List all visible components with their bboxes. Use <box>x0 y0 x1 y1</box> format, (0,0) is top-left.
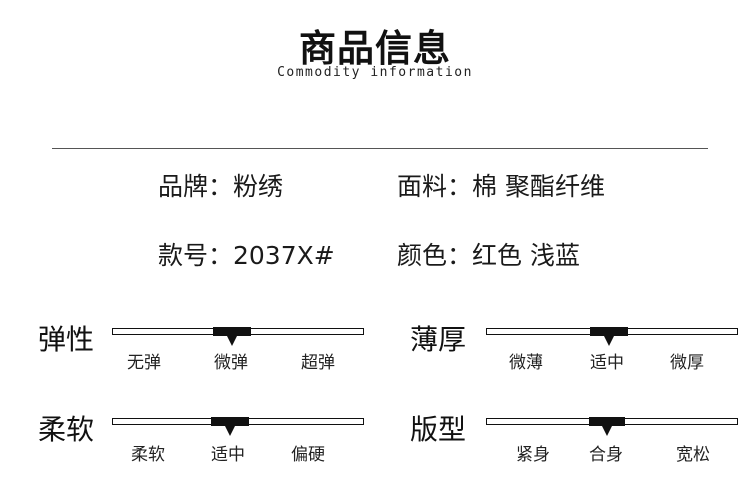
attribute-option: 微薄 <box>509 353 543 373</box>
attribute-option: 微厚 <box>670 353 704 373</box>
attribute-label: 弹性 <box>38 323 95 356</box>
divider <box>52 148 708 149</box>
attribute-option-selected: 微弹 <box>214 353 248 373</box>
attribute-option: 宽松 <box>676 445 710 465</box>
color-info: 颜色：红色 浅蓝 <box>397 241 580 270</box>
attribute-option: 紧身 <box>516 445 550 465</box>
attribute-label: 薄厚 <box>410 323 467 356</box>
attribute-option: 偏硬 <box>291 445 325 465</box>
selected-pointer-icon <box>604 336 614 346</box>
selected-pointer-icon <box>602 426 612 436</box>
page-title: 商品信息 <box>299 27 451 70</box>
brand-info: 品牌：粉绣 <box>158 172 284 201</box>
attribute-option-selected: 适中 <box>211 445 245 465</box>
fabric-info: 面料：棉 聚酯纤维 <box>397 172 605 201</box>
attribute-label: 柔软 <box>38 413 95 446</box>
attribute-option: 超弹 <box>301 353 335 373</box>
attribute-label: 版型 <box>410 413 467 446</box>
model-info: 款号：2037X# <box>158 241 335 270</box>
attribute-option-selected: 合身 <box>589 445 623 465</box>
attribute-scale-marker <box>590 327 628 336</box>
attribute-scale-marker <box>213 327 251 336</box>
attribute-option: 柔软 <box>131 445 165 465</box>
attribute-scale-marker <box>211 417 249 426</box>
attribute-option-selected: 适中 <box>590 353 624 373</box>
page-subtitle: Commodity information <box>277 65 473 80</box>
selected-pointer-icon <box>225 426 235 436</box>
attribute-scale-marker <box>589 417 625 426</box>
selected-pointer-icon <box>227 336 237 346</box>
attribute-option: 无弹 <box>127 353 161 373</box>
